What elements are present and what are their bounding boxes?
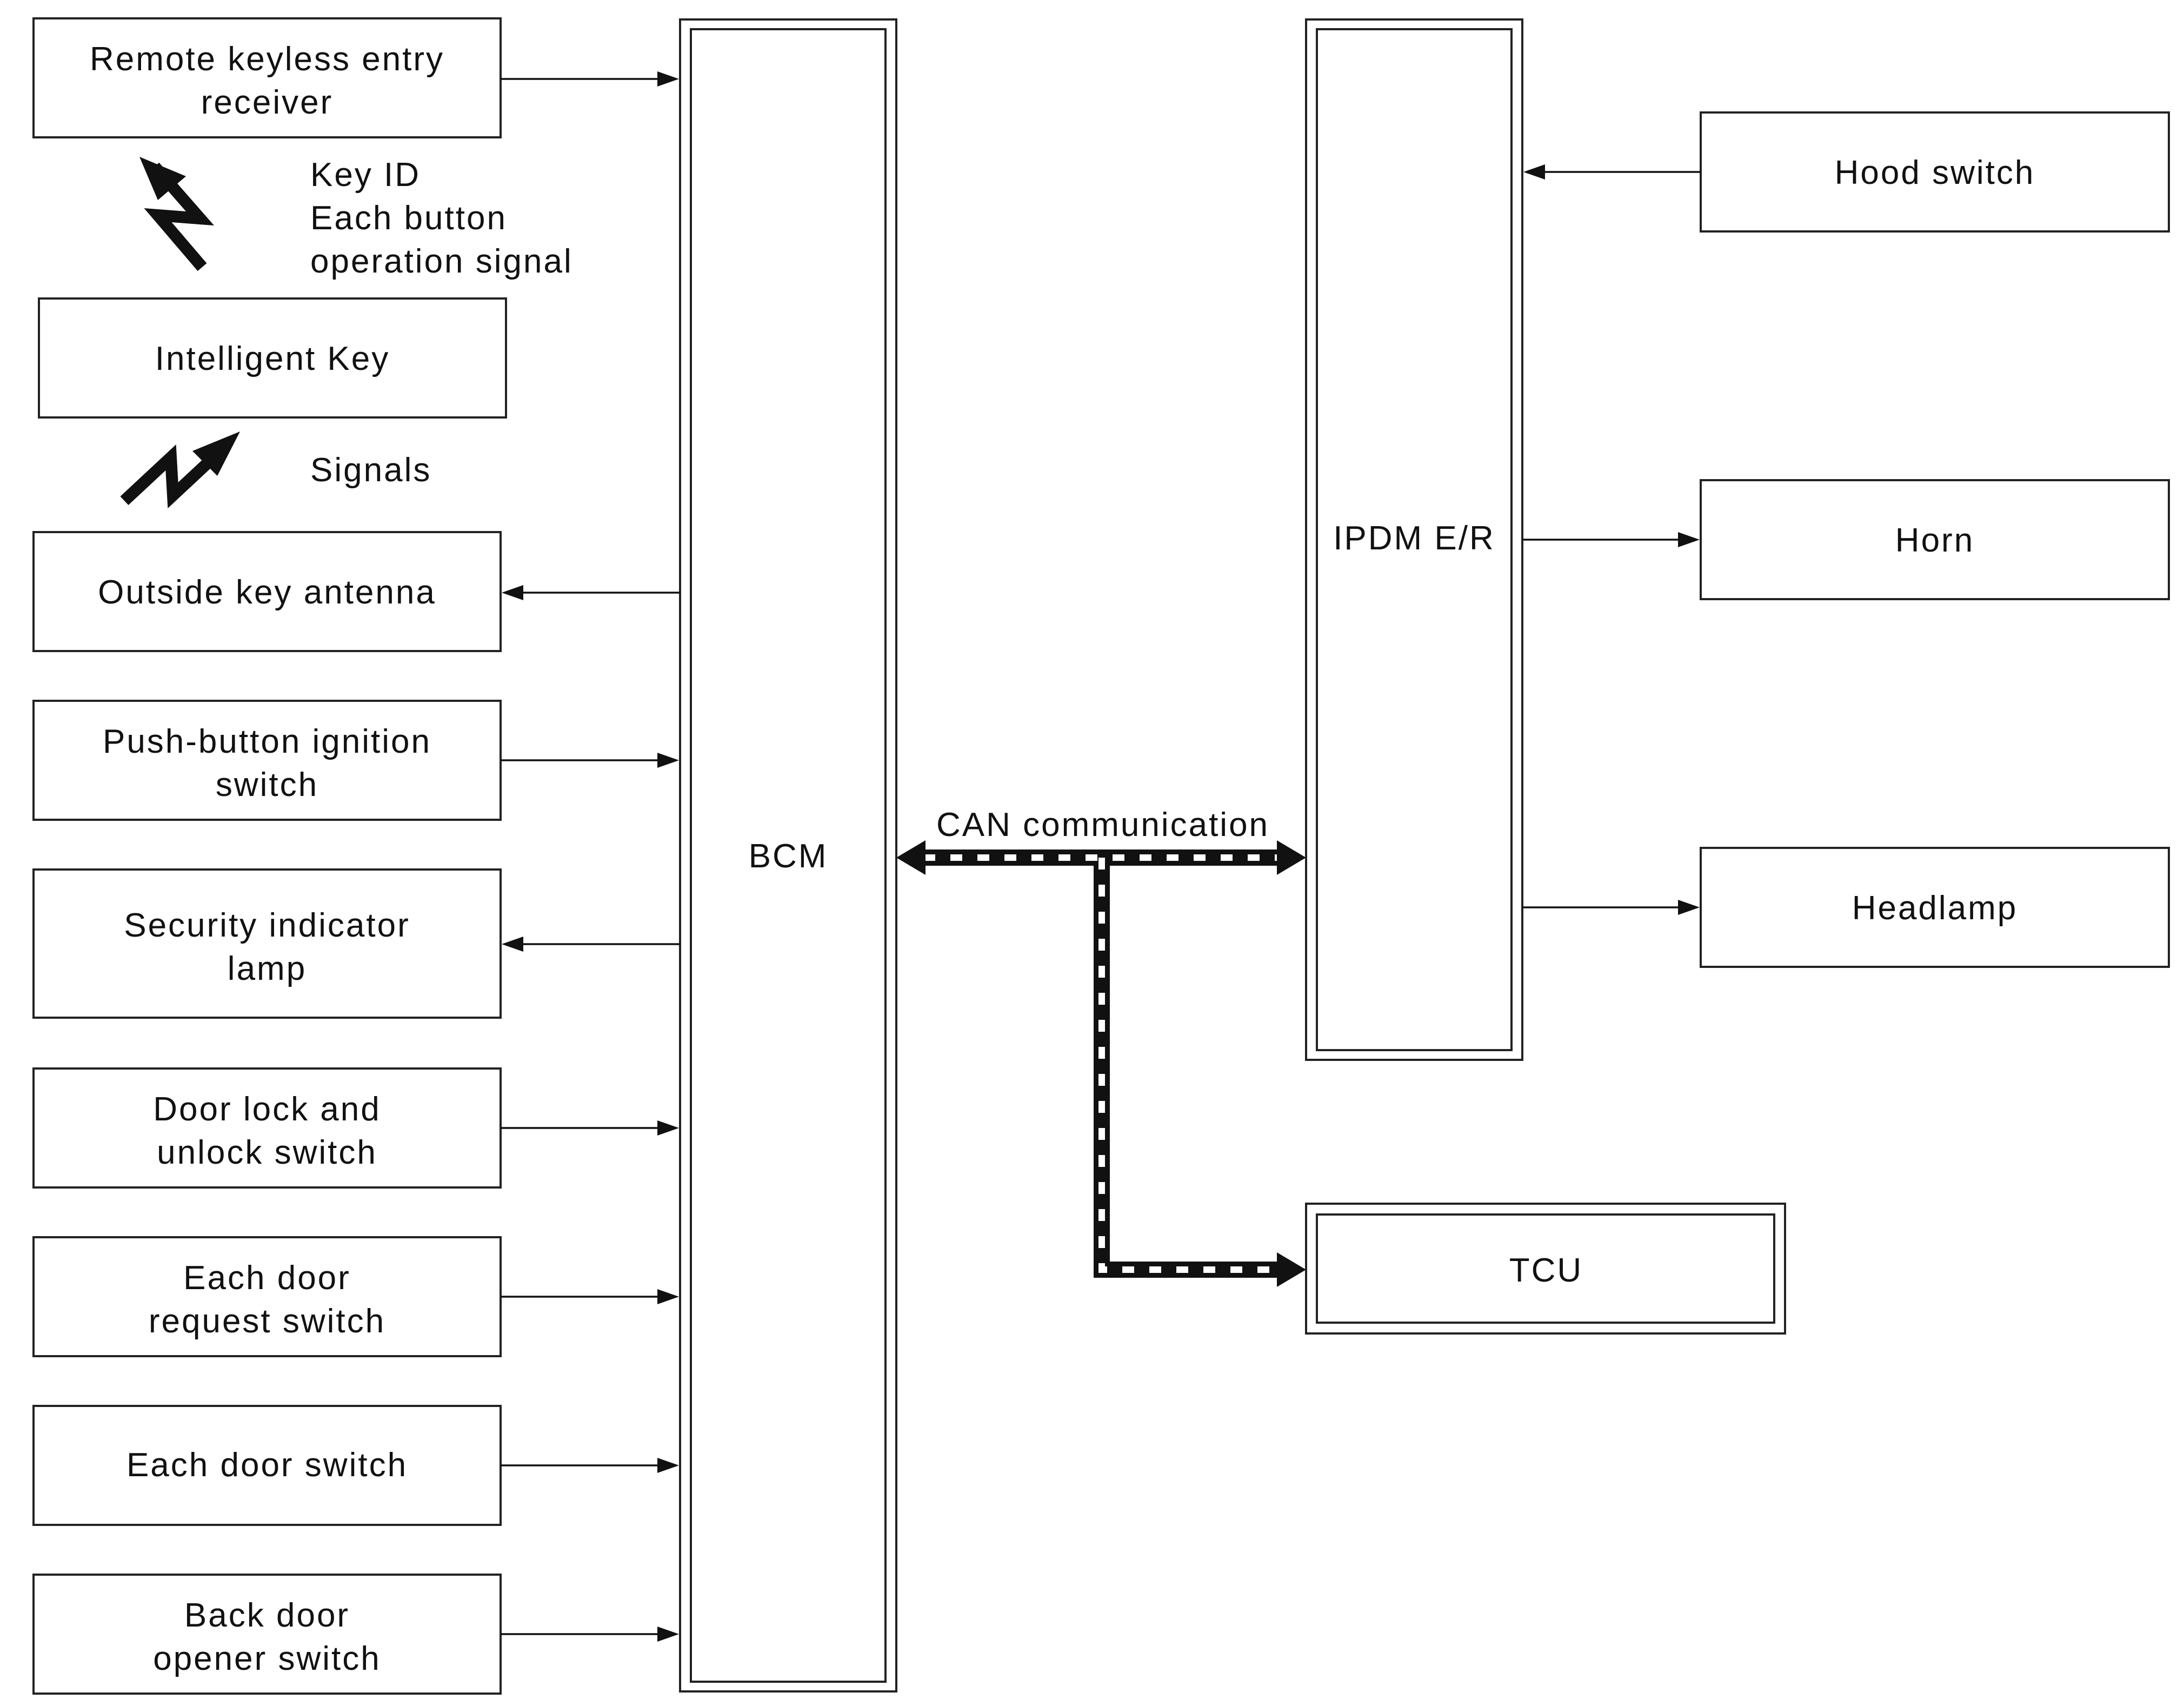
security-indicator-lamp-label-1: Security indicator [124, 907, 410, 944]
each-door-request-switch-label-2: request switch [149, 1303, 385, 1340]
signals-label: Signals [310, 452, 431, 489]
can-arrowhead-ipdm [1277, 840, 1306, 875]
back-door-opener-switch-label-2: opener switch [153, 1640, 381, 1677]
push-button-ignition-to-bcm-arrow [501, 753, 679, 768]
back-door-opener-switch-box: Back door opener switch [32, 1574, 502, 1695]
wireless-signal-up-arrowhead-icon [139, 157, 186, 200]
door-lock-unlock-to-bcm-arrow [501, 1120, 679, 1136]
intelligent-key-label: Intelligent Key [155, 340, 390, 377]
ipdm-er-label: IPDM E/R [1333, 520, 1495, 557]
wireless-signal-up-icon [144, 162, 215, 271]
bcm-box: BCM [679, 18, 897, 1693]
security-indicator-lamp-box: Security indicator lamp [32, 868, 502, 1019]
outside-key-antenna-label: Outside key antenna [98, 574, 436, 611]
ipdm-er-box: IPDM E/R [1305, 18, 1523, 1061]
bcm-label: BCM [749, 838, 828, 875]
door-lock-unlock-switch-label-1: Door lock and [153, 1091, 381, 1128]
outside-key-antenna-box: Outside key antenna [32, 531, 502, 652]
horn-label: Horn [1895, 522, 1974, 559]
bcm-to-security-indicator-lamp-arrow [502, 937, 680, 952]
can-arrowhead-tcu [1277, 1252, 1306, 1287]
ipdm-to-horn-arrow [1522, 532, 1700, 547]
can-communication-label: CAN communication [936, 806, 1269, 844]
hood-switch-to-ipdm-arrow [1523, 164, 1701, 180]
each-door-switch-box: Each door switch [32, 1405, 502, 1526]
remote-keyless-entry-to-bcm-arrow [501, 71, 679, 87]
tcu-label: TCU [1509, 1252, 1583, 1289]
operation-signal-label: operation signal [310, 243, 573, 280]
bcm-to-outside-key-antenna-arrow [502, 585, 680, 600]
hood-switch-label: Hood switch [1835, 154, 2035, 191]
wireless-signal-diagonal-arrowhead-icon [192, 432, 240, 476]
intelligent-key-box: Intelligent Key [38, 297, 507, 419]
ipdm-to-headlamp-arrow [1522, 900, 1700, 915]
remote-keyless-entry-receiver-label-2: receiver [201, 84, 334, 121]
can-bus [896, 840, 1306, 1287]
headlamp-label: Headlamp [1852, 890, 2018, 927]
can-arrowhead-bcm [896, 840, 925, 875]
back-door-opener-switch-label-1: Back door [184, 1597, 350, 1634]
push-button-ignition-switch-box: Push-button ignition switch [32, 700, 502, 821]
door-lock-unlock-switch-box: Door lock and unlock switch [32, 1067, 502, 1189]
hood-switch-box: Hood switch [1700, 111, 2170, 233]
remote-keyless-entry-receiver-label-1: Remote keyless entry [90, 41, 444, 78]
headlamp-box: Headlamp [1700, 847, 2170, 968]
key-id-label: Key ID [310, 156, 421, 194]
push-button-ignition-switch-label-1: Push-button ignition [103, 723, 431, 760]
door-lock-unlock-switch-label-2: unlock switch [157, 1134, 377, 1171]
each-door-switch-label: Each door switch [126, 1446, 408, 1484]
each-door-request-switch-label-1: Each door [183, 1259, 351, 1297]
each-door-switch-to-bcm-arrow [501, 1458, 679, 1473]
remote-keyless-entry-receiver-box: Remote keyless entry receiver [32, 17, 502, 138]
each-door-request-switch-box: Each door request switch [32, 1236, 502, 1357]
each-button-label: Each button [310, 200, 507, 237]
wireless-signal-diagonal-icon [120, 444, 226, 509]
each-door-request-to-bcm-arrow [501, 1289, 679, 1304]
push-button-ignition-switch-label-2: switch [216, 766, 318, 804]
security-indicator-lamp-label-2: lamp [228, 950, 307, 987]
tcu-box: TCU [1305, 1203, 1786, 1335]
back-door-opener-to-bcm-arrow [501, 1627, 679, 1642]
horn-box: Horn [1700, 479, 2170, 600]
